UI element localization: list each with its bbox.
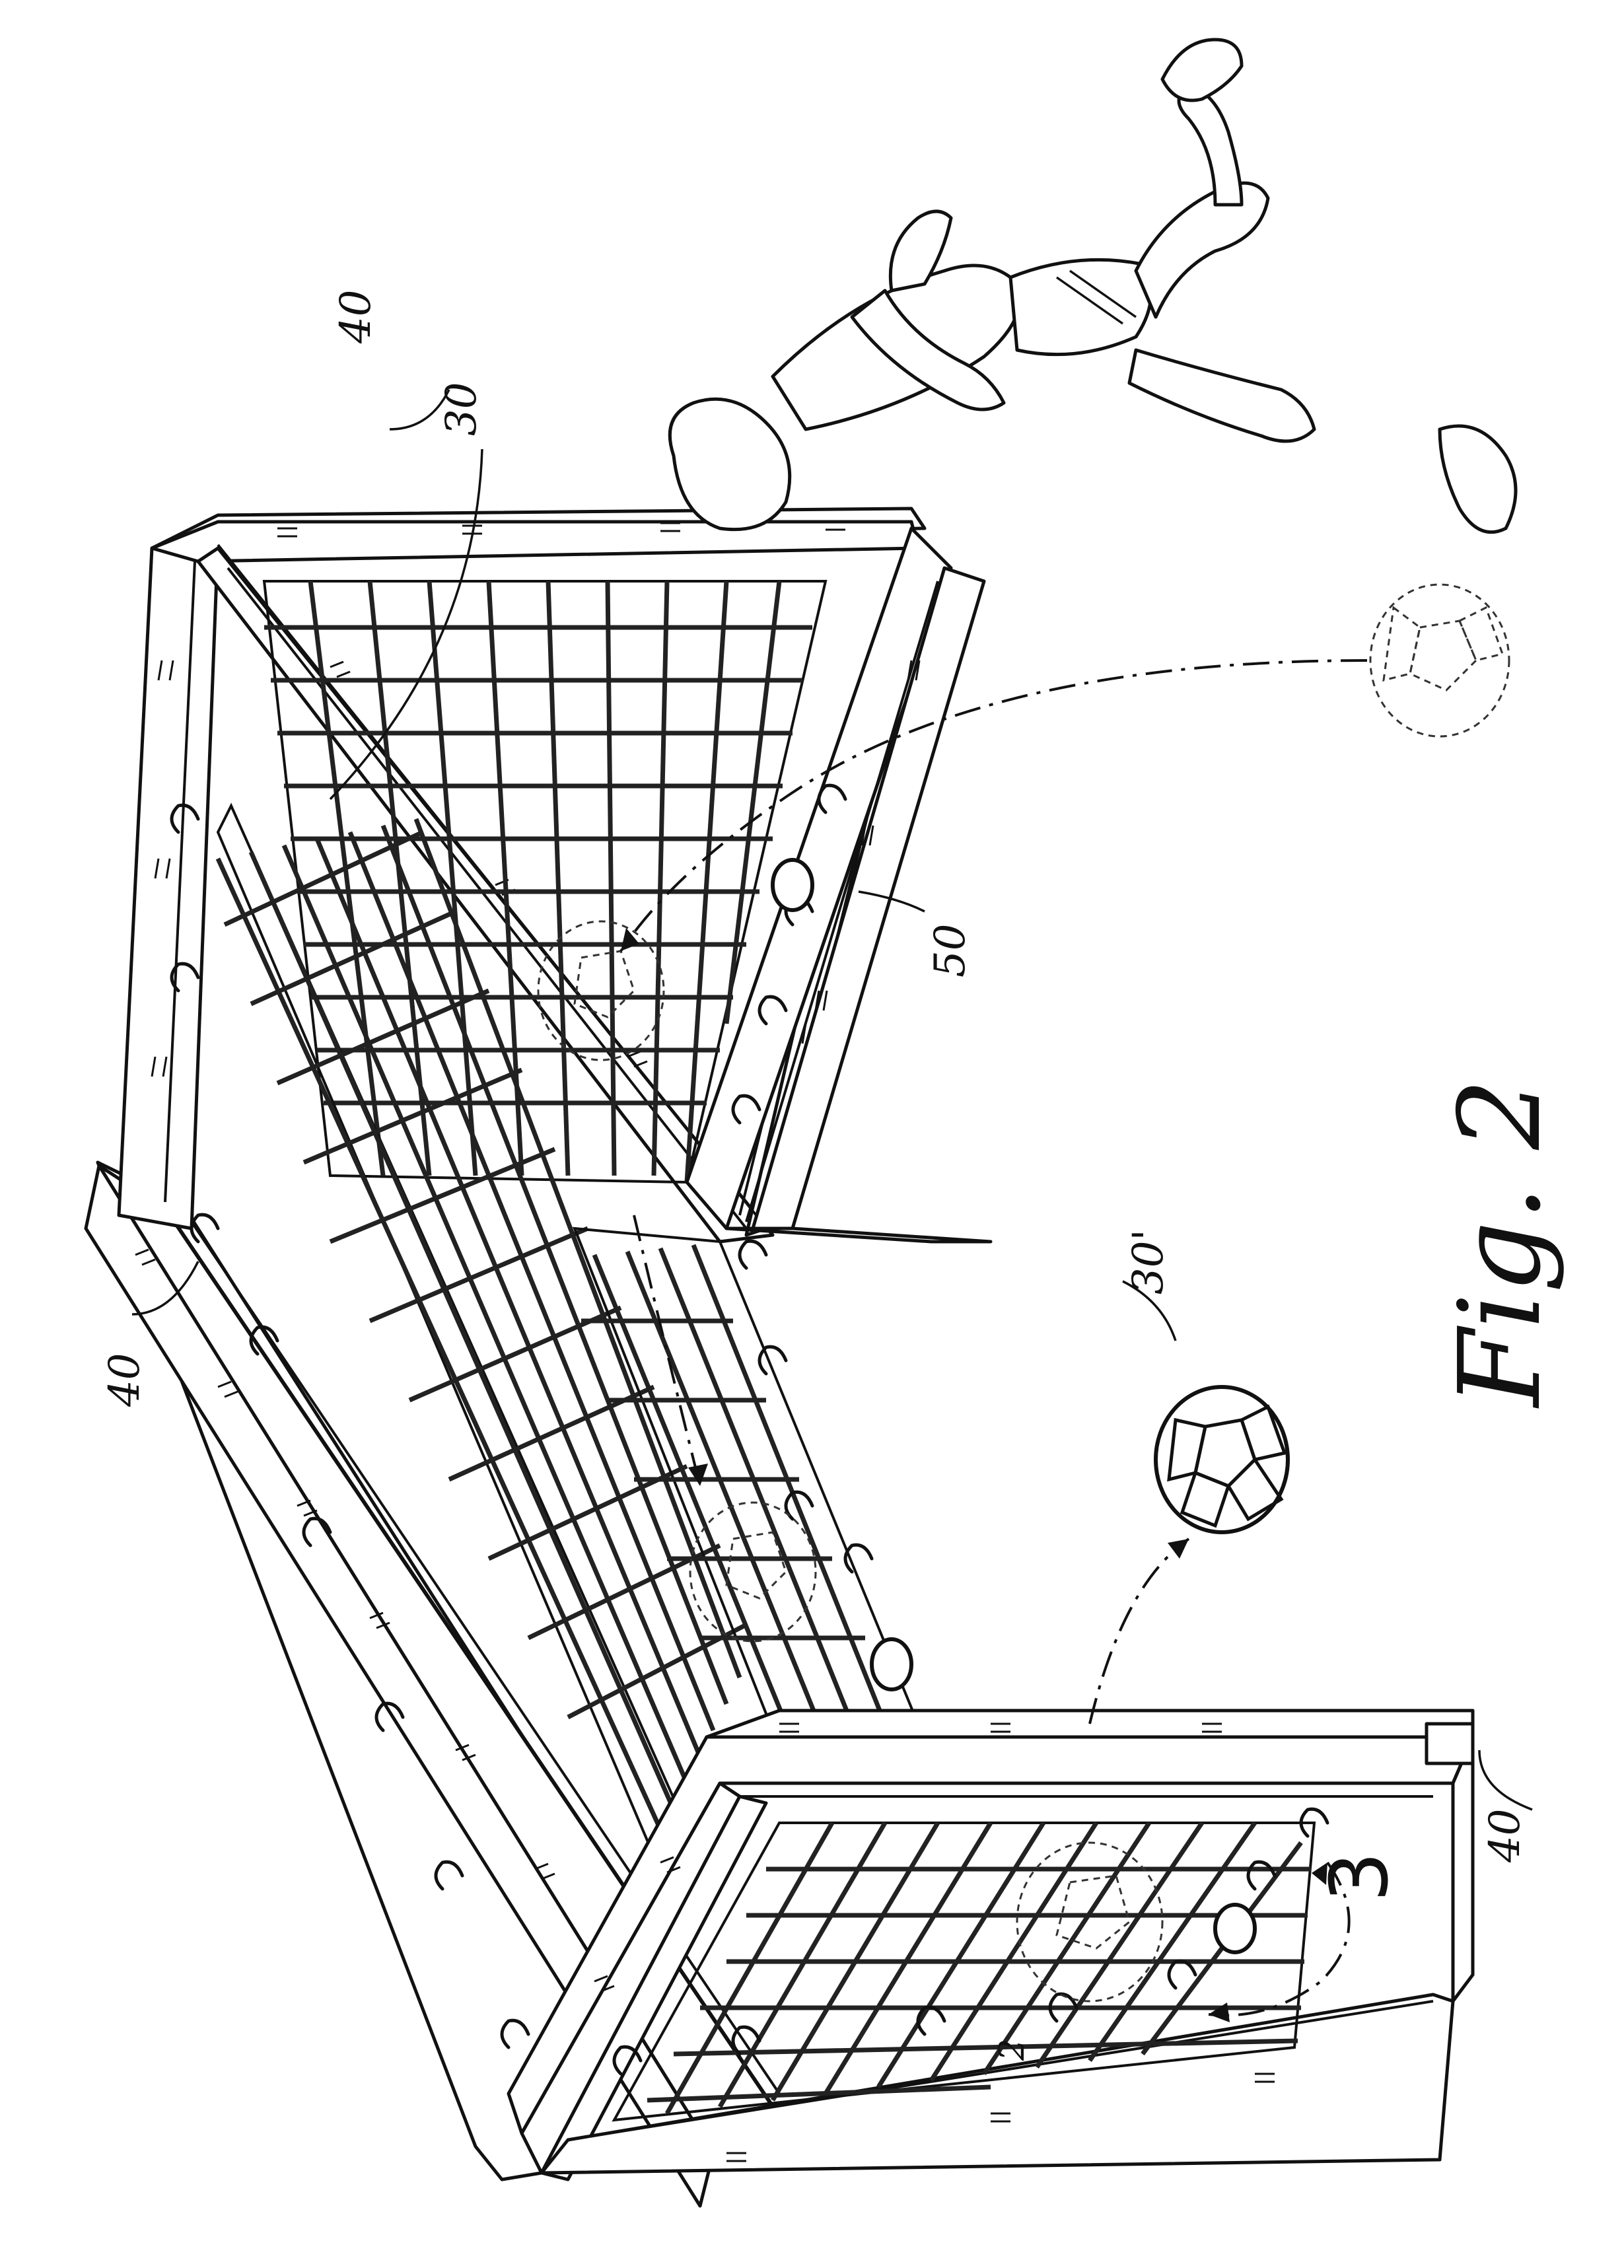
soccer-ball-right: [1370, 585, 1509, 736]
label-sensor: 50: [926, 924, 975, 977]
label-frame-top: 40: [332, 290, 380, 344]
frame-right: [687, 528, 991, 1242]
trajectory-upper: [621, 660, 1367, 951]
target-grid-middle: [575, 1228, 918, 1730]
label-moving-ball: 30': [1124, 1229, 1173, 1294]
label-frame-right: 40: [1481, 1809, 1530, 1863]
label-frame-left: 40: [100, 1353, 149, 1407]
figure-caption: Fig. 2: [1435, 1079, 1566, 1409]
corner-mark: 2: [993, 2039, 1032, 2061]
soccer-player: [670, 40, 1516, 532]
label-target-grid: 30: [437, 382, 486, 436]
ghost-ball-front: [1017, 1843, 1162, 2001]
section-marker-3: 3: [1314, 1852, 1406, 1902]
trajectory-front: [1090, 1539, 1189, 1724]
soccer-ball-front: [1156, 1387, 1288, 1532]
